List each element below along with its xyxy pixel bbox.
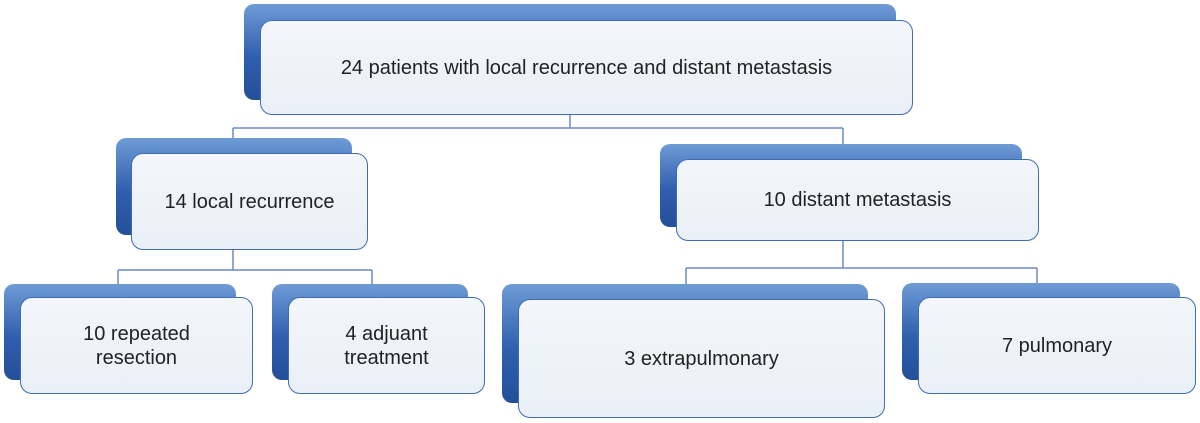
node-pulmonary-card: 7 pulmonary <box>918 297 1196 394</box>
node-repeated-resection-label: 10 repeated resection <box>83 322 190 369</box>
node-root-card: 24 patients with local recurrence and di… <box>260 20 913 115</box>
connector-distant-to-children <box>685 240 1038 298</box>
node-distant-metastasis-card: 10 distant metastasis <box>676 159 1039 241</box>
node-extrapulmonary-label: 3 extrapulmonary <box>624 347 779 370</box>
node-root-label: 24 patients with local recurrence and di… <box>340 56 833 79</box>
node-distant-metastasis-label: 10 distant metastasis <box>763 189 952 211</box>
node-local-recurrence-label: 14 local recurrence <box>164 190 335 213</box>
node-repeated-resection-card: 10 repeated resection <box>20 297 253 394</box>
node-adjuvant-treatment-card: 4 adjuant treatment <box>288 297 485 394</box>
node-pulmonary-label: 7 pulmonary <box>1001 334 1113 357</box>
node-local-recurrence-card: 14 local recurrence <box>131 153 368 250</box>
node-adjuvant-treatment-label: 4 adjuant treatment <box>344 322 429 369</box>
connector-local-to-children <box>117 250 373 296</box>
node-extrapulmonary-card: 3 extrapulmonary <box>518 299 885 418</box>
